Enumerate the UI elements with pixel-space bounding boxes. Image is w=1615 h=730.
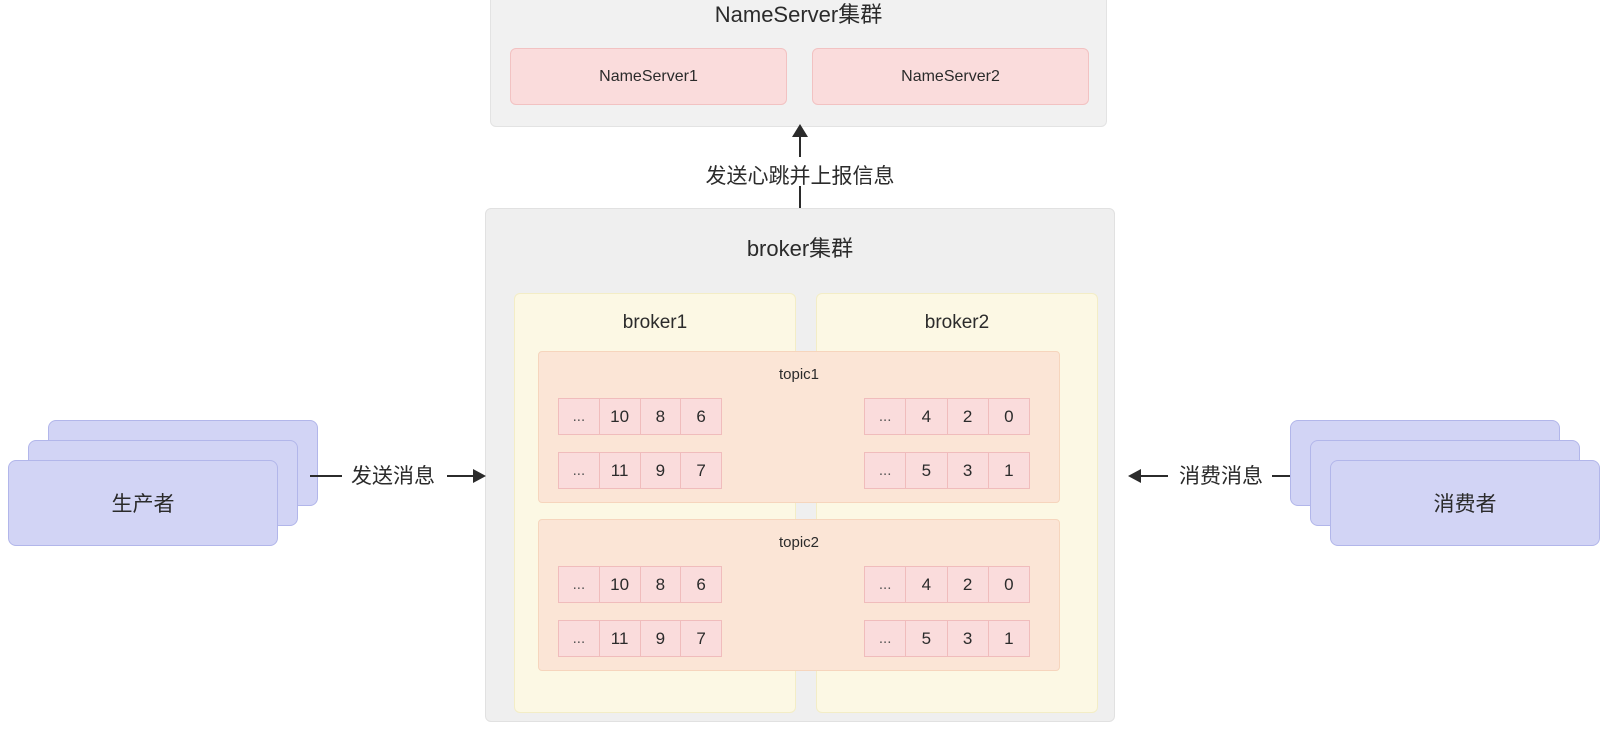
broker-node-1-label: broker1 — [622, 312, 688, 333]
topic-1-label: topic1 — [778, 366, 820, 383]
nameserver-node-2[interactable]: NameServer2 — [812, 48, 1089, 105]
queue-cell: ... — [559, 453, 600, 488]
queue-cell: 5 — [906, 453, 948, 488]
topic-2-queue-left-row-2: ... 11 9 7 — [558, 620, 722, 657]
send-message-arrowhead-icon — [473, 469, 486, 483]
queue-cell: ... — [865, 621, 907, 656]
broker-node-2-label: broker2 — [924, 312, 990, 333]
consume-message-arrowhead-icon — [1128, 469, 1141, 483]
queue-cell: ... — [559, 567, 600, 602]
queue-cell: 3 — [948, 453, 989, 488]
send-message-line-left — [310, 475, 342, 477]
topic-1-queue-right-row-1: ... 4 2 0 — [864, 398, 1030, 435]
consume-message-line-left — [1140, 475, 1168, 477]
queue-cell: ... — [865, 399, 907, 434]
consumer-card-front[interactable]: 消费者 — [1330, 460, 1600, 546]
queue-cell: 0 — [1004, 574, 1014, 594]
queue-cell: 10 — [600, 567, 641, 602]
queue-cell: 5 — [906, 621, 948, 656]
queue-cell: 3 — [948, 621, 989, 656]
producer-stack[interactable]: 生产者 — [8, 420, 318, 550]
queue-cell: 2 — [948, 399, 989, 434]
nameserver-cluster-title: NameServer集群 — [714, 2, 883, 27]
queue-cell: 9 — [641, 621, 682, 656]
consume-message-line-right — [1272, 475, 1302, 477]
queue-cell: 8 — [641, 567, 682, 602]
topic-2-queue-left-row-1: ... 10 8 6 — [558, 566, 722, 603]
nameserver-cluster-box: NameServer集群 NameServer1 NameServer2 — [490, 0, 1107, 127]
consumer-stack[interactable]: 消费者 — [1290, 420, 1600, 550]
consume-message-label: 消费消息 — [1179, 465, 1263, 488]
queue-cell: 11 — [600, 621, 641, 656]
heartbeat-line-upper — [799, 127, 801, 157]
queue-cell: 9 — [641, 453, 682, 488]
queue-cell: 4 — [906, 399, 948, 434]
queue-cell: ... — [865, 453, 907, 488]
nameserver-node-1[interactable]: NameServer1 — [510, 48, 787, 105]
queue-cell: 7 — [696, 628, 706, 648]
broker-cluster-box: broker集群 broker1 broker2 topic1 ... 10 8… — [485, 208, 1115, 722]
queue-cell: 6 — [696, 406, 706, 426]
topic-box-1[interactable]: topic1 ... 10 8 6 ... 11 9 7 ... 4 2 0 .… — [538, 351, 1060, 503]
queue-cell: 1 — [1004, 460, 1014, 480]
queue-cell: 6 — [696, 574, 706, 594]
send-message-label: 发送消息 — [351, 465, 435, 488]
queue-cell: 8 — [641, 399, 682, 434]
queue-cell: 0 — [1004, 406, 1014, 426]
heartbeat-arrow-label: 发送心跳并上报信息 — [640, 158, 960, 192]
send-message-line-right — [447, 475, 475, 477]
topic-1-queue-right-row-2: ... 5 3 1 — [864, 452, 1030, 489]
queue-cell: 1 — [1004, 628, 1014, 648]
topic-2-queue-right-row-1: ... 4 2 0 — [864, 566, 1030, 603]
queue-cell: 10 — [600, 399, 641, 434]
producer-card-front[interactable]: 生产者 — [8, 460, 278, 546]
queue-cell: 4 — [906, 567, 948, 602]
topic-1-queue-left-row-1: ... 10 8 6 — [558, 398, 722, 435]
topic-box-2[interactable]: topic2 ... 10 8 6 ... 11 9 7 ... 4 2 0 .… — [538, 519, 1060, 671]
queue-cell: 7 — [696, 460, 706, 480]
topic-2-queue-right-row-2: ... 5 3 1 — [864, 620, 1030, 657]
topic-1-queue-left-row-2: ... 11 9 7 — [558, 452, 722, 489]
heartbeat-line-lower — [799, 186, 801, 208]
queue-cell: ... — [865, 567, 907, 602]
queue-cell: 11 — [600, 453, 641, 488]
queue-cell: ... — [559, 399, 600, 434]
topic-2-label: topic2 — [778, 534, 820, 551]
queue-cell: ... — [559, 621, 600, 656]
broker-cluster-title: broker集群 — [746, 236, 854, 261]
queue-cell: 2 — [948, 567, 989, 602]
